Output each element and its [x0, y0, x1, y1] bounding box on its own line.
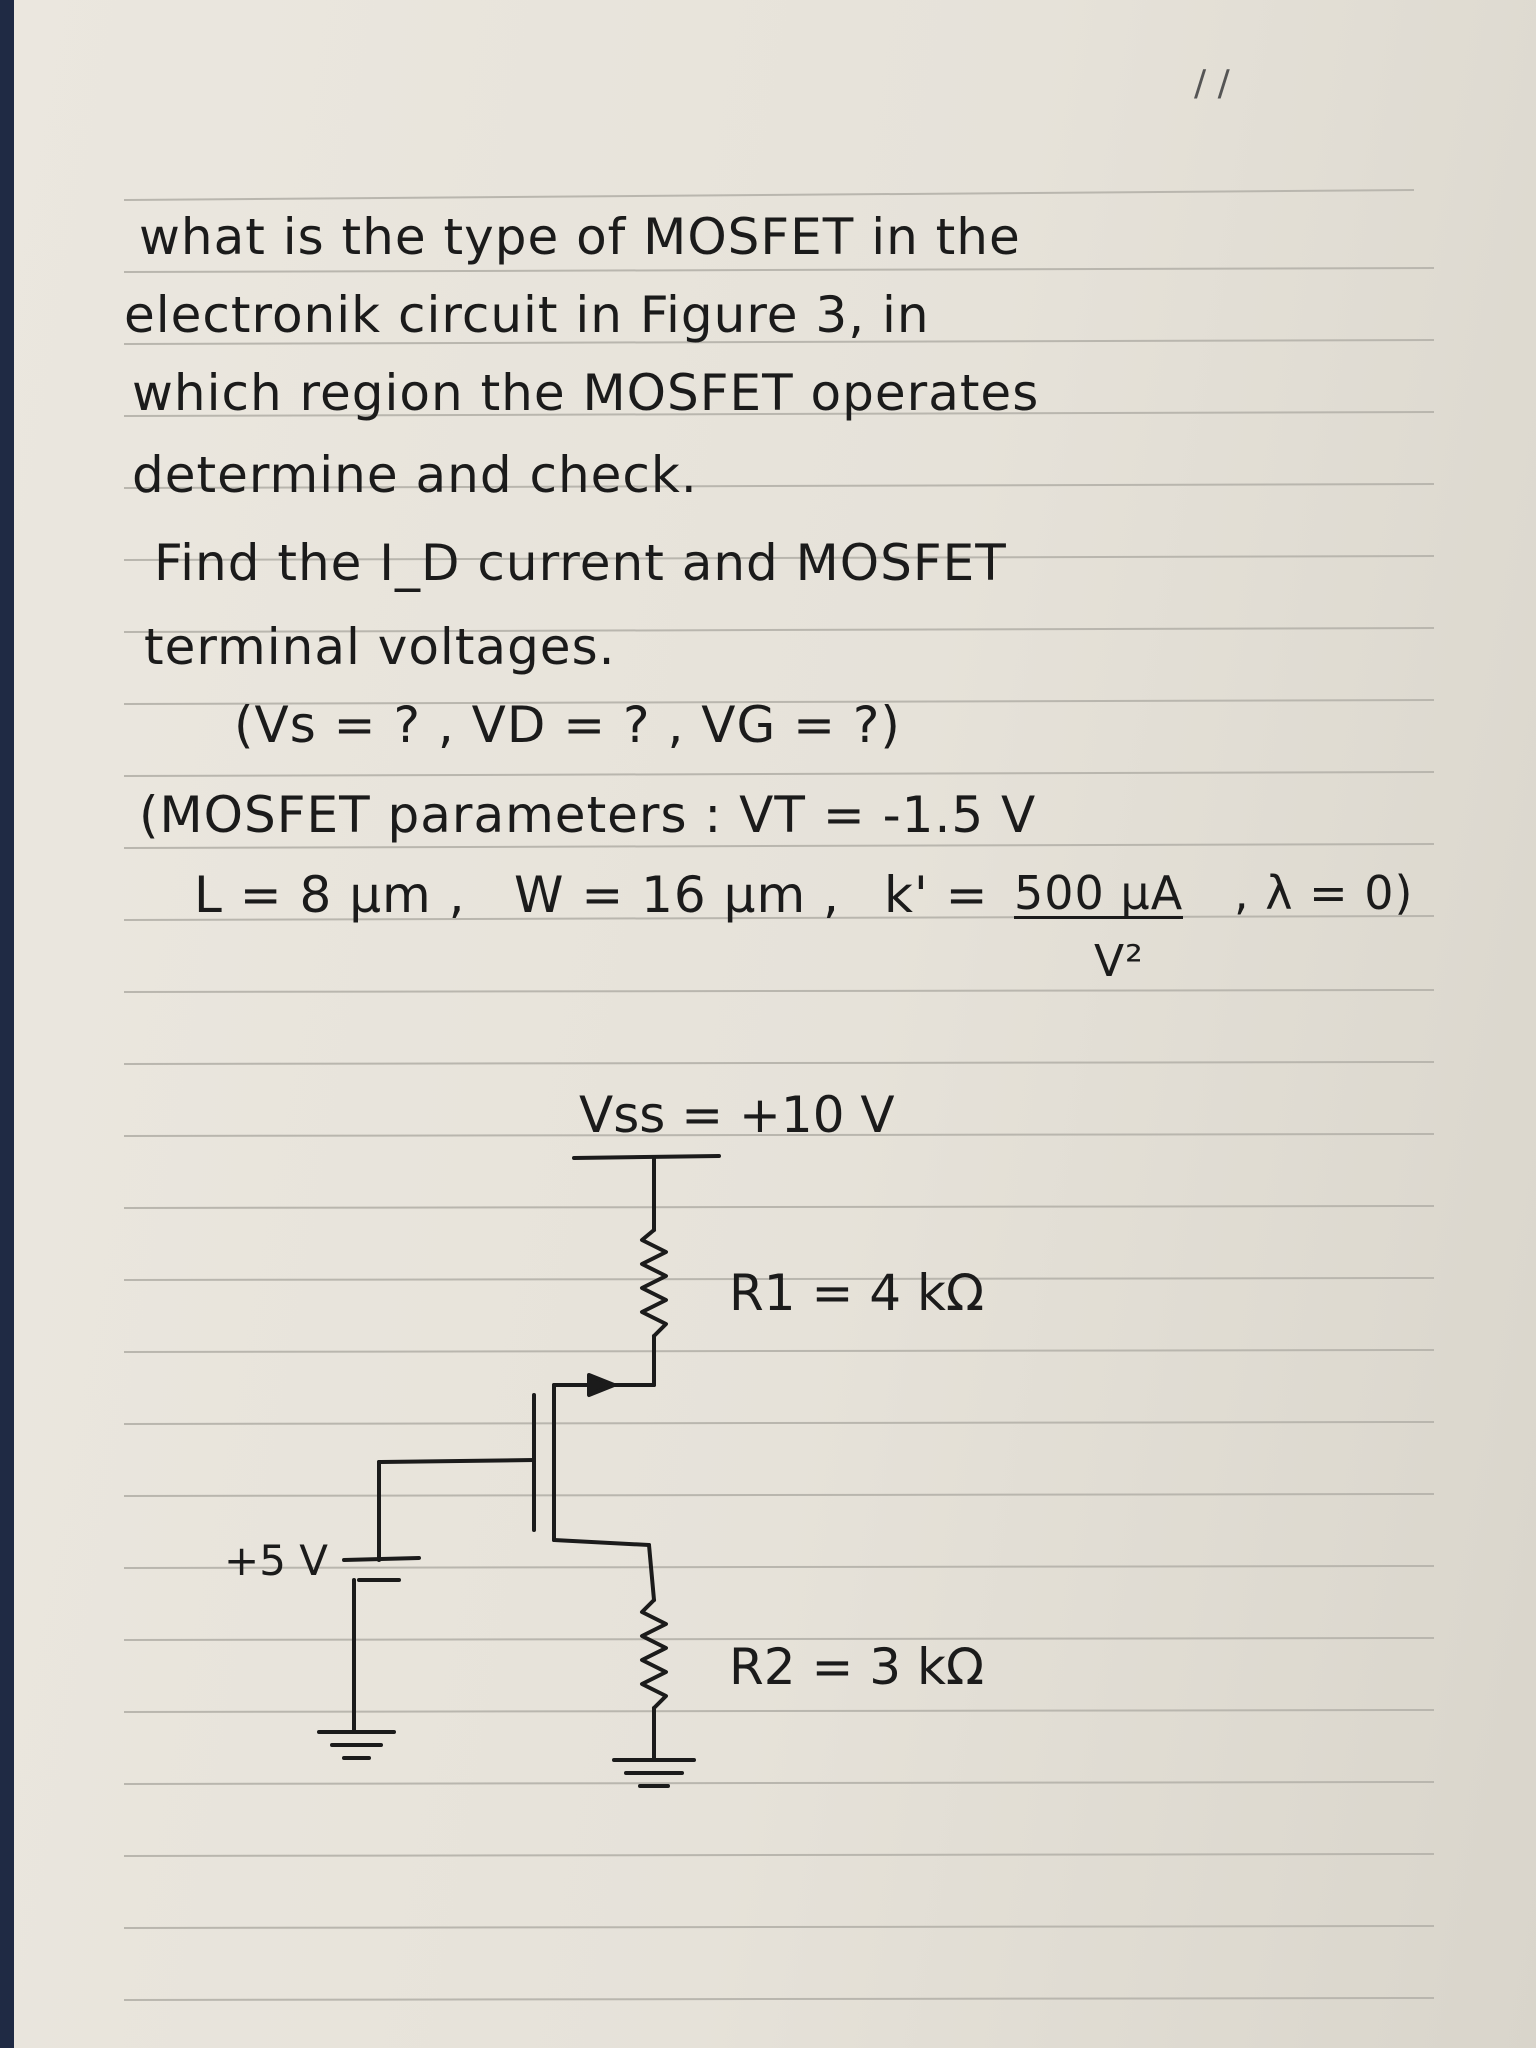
vss-label: Vss = +10 V [579, 1086, 895, 1144]
parameter-k-prime: k' = [884, 866, 989, 924]
parameter-k-denominator: V² [1094, 936, 1144, 987]
question-line-6: terminal voltages. [144, 618, 616, 676]
question-line-3: which region the MOSFET operates [132, 364, 1040, 422]
ruled-lines [123, 189, 1435, 2001]
parameter-lambda: , λ = 0) [1234, 866, 1414, 920]
parameter-k-numerator: 500 μA [1014, 866, 1184, 920]
date-field: / / [1194, 63, 1230, 104]
question-line-2: electronik circuit in Figure 3, in [124, 286, 930, 344]
parameter-width: W = 16 μm , [514, 866, 840, 924]
question-line-4: determine and check. [132, 446, 698, 504]
gate-voltage-label: +5 V [224, 1536, 328, 1585]
parameter-length: L = 8 μm , [194, 866, 466, 924]
question-line-7: (Vs = ? , VD = ? , VG = ?) [234, 696, 901, 754]
notebook-page: / / what is the type of MOSFET in the el… [14, 0, 1536, 2048]
question-line-5: Find the I_D current and MOSFET [154, 534, 1007, 592]
r2-label: R2 = 3 kΩ [729, 1638, 985, 1696]
question-line-1: what is the type of MOSFET in the [139, 208, 1021, 266]
parameters-line-1: (MOSFET parameters : VT = -1.5 V [139, 786, 1037, 844]
r1-label: R1 = 4 kΩ [729, 1264, 985, 1322]
